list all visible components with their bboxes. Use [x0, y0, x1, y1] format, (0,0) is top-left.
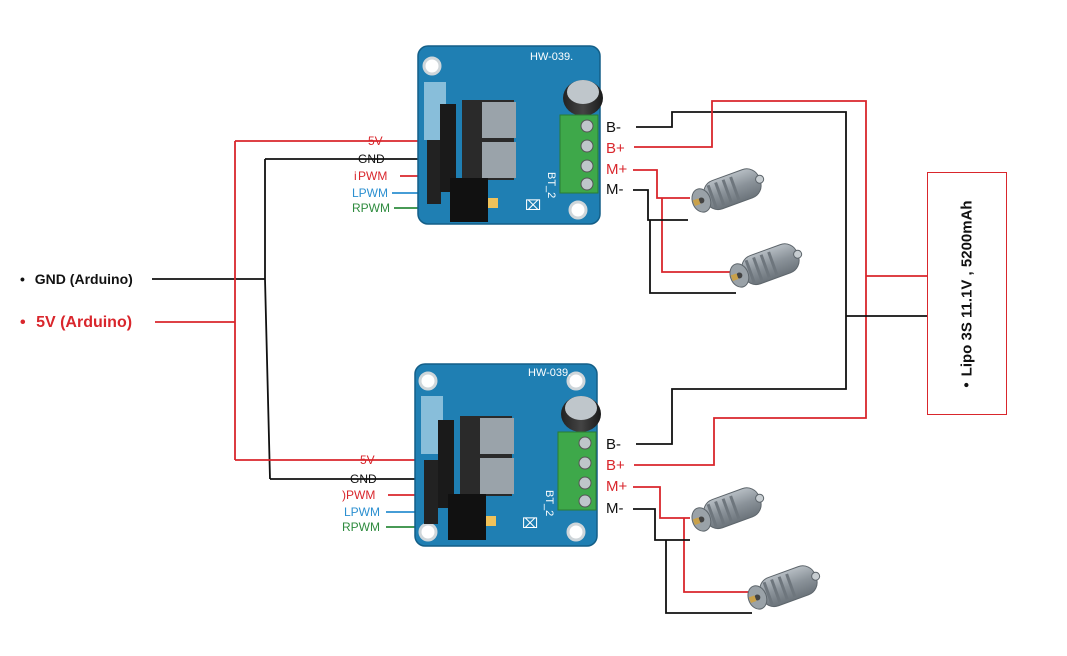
term-b-minus-top: B-: [606, 119, 621, 136]
battery-text: Lipo 3S 11.1V , 5200mAh: [958, 199, 976, 376]
battery-bullet: •: [958, 381, 976, 388]
pin-pwm-prefix-bottom: ): [342, 488, 346, 502]
v5-arduino-label: 5V (Arduino): [36, 314, 132, 331]
capacitor-icon: [561, 396, 601, 432]
mosfet-icon: [462, 100, 516, 180]
wire-m-plus-top: [633, 169, 690, 199]
term-m-plus-top: M+: [606, 161, 627, 178]
board-silk-top: BT_2: [545, 172, 557, 198]
capacitor-icon: [563, 80, 603, 116]
pin-lpwm-top: LPWM: [352, 186, 388, 200]
pin-pwm-prefix-top: i: [354, 169, 357, 183]
wire-b-minus-bottom: [636, 316, 847, 445]
screw-terminal-icon: [557, 431, 597, 511]
pin-5v-top: 5V: [368, 134, 383, 148]
pin-gnd-top: GND: [358, 152, 385, 166]
motor-icon: [725, 238, 808, 294]
mosfet-icon: [460, 416, 514, 496]
terminal-labels-top: B- B+ M+ M-: [606, 119, 627, 198]
gnd-bullet: •: [20, 271, 25, 287]
board-model-bottom: HW-039.: [528, 367, 571, 379]
board-silk-bottom: BT_2: [543, 490, 555, 516]
motor-icon: [743, 560, 826, 616]
pin-5v-bottom: 5V: [360, 453, 375, 467]
term-m-minus-top: M-: [606, 181, 624, 198]
pin-gnd-bottom: GND: [350, 472, 377, 486]
svg-text:• GND (Arduino): • GND (Arduino): [20, 271, 133, 287]
pin-pwm-top: PWM: [358, 169, 387, 183]
battery-box: • Lipo 3S 11.1V , 5200mAh: [927, 172, 1007, 415]
wire-b-minus-top: [636, 111, 847, 316]
driver-board-top: HW-039. BT_2 ⌧: [417, 45, 603, 225]
screw-terminal-icon: [559, 114, 599, 194]
wires: [152, 100, 927, 614]
term-b-plus-bottom: B+: [606, 457, 625, 474]
v5-bullet: •: [20, 314, 26, 331]
weee-icon: ⌧: [522, 515, 538, 531]
wire-b-plus-top: [634, 100, 867, 276]
battery-label: • Lipo 3S 11.1V , 5200mAh: [959, 200, 976, 387]
wire-m-plus-bottom: [633, 486, 690, 519]
term-m-minus-bottom: M-: [606, 500, 624, 517]
wire-b-plus-bottom: [634, 276, 867, 466]
term-b-plus-top: B+: [606, 140, 625, 157]
driver-board-bottom: HW-039. BT_2 ⌧: [414, 363, 601, 547]
pin-rpwm-bottom: RPWM: [342, 520, 380, 534]
svg-text:• 5V (Arduino): • 5V (Arduino): [20, 314, 132, 331]
pin-lpwm-bottom: LPWM: [344, 505, 380, 519]
wire-m-minus-top: [633, 189, 688, 221]
wire-m-minus-bottom: [633, 508, 690, 541]
term-b-minus-bottom: B-: [606, 436, 621, 453]
pin-pwm-bottom: PWM: [346, 488, 375, 502]
weee-icon: ⌧: [525, 197, 541, 213]
pin-labels-bottom: 5V GND ) PWM LPWM RPWM: [342, 453, 380, 534]
pin-labels-top: 5V GND i PWM LPWM RPWM: [352, 134, 390, 215]
gnd-arduino-label: GND (Arduino): [35, 271, 133, 287]
terminal-labels-bottom: B- B+ M+ M-: [606, 436, 627, 517]
board-model-top: HW-039.: [530, 51, 573, 63]
term-m-plus-bottom: M+: [606, 478, 627, 495]
motor-icon: [687, 163, 770, 219]
arduino-labels: • GND (Arduino) • 5V (Arduino): [20, 271, 133, 331]
motor-icon: [687, 482, 770, 538]
wire-gnd-bus: [264, 159, 271, 480]
pin-rpwm-top: RPWM: [352, 201, 390, 215]
